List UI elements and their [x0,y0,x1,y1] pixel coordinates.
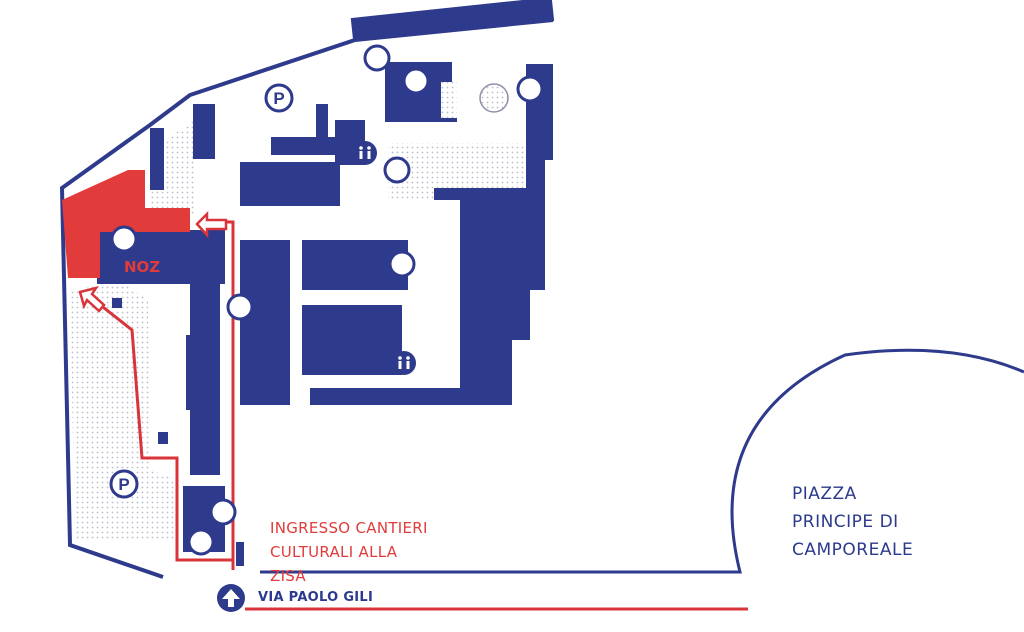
restroom-icon [353,141,377,165]
info-points [110,44,544,556]
building-gaps [290,240,302,405]
piazza-label-line: CAMPOREALE [792,540,914,560]
svg-text:P: P [118,475,129,494]
route-arrow-west [78,286,106,313]
noz-area [62,170,190,278]
entrance-label: INGRESSO CANTIERI CULTURALI ALLA ZISA [270,516,428,588]
north-wall [350,0,555,42]
svg-text:P: P [273,89,284,108]
entrance-arrow-icon [217,584,245,612]
buildings [97,62,457,566]
parking-icon: P [109,469,139,499]
entrance-label-line: CULTURALI ALLA [270,543,398,561]
restroom-icon [392,351,416,375]
east-building [310,64,553,405]
piazza-label-line: PRINCIPE DI [792,512,899,532]
piazza-label: PIAZZA PRINCIPE DI CAMPOREALE [792,480,913,564]
entrance-label-line: INGRESSO CANTIERI [270,519,428,537]
entrance-label-line: ZISA [270,567,306,585]
street-label: VIA PAOLO GILI [258,590,374,605]
dotted-grounds [70,78,524,540]
piazza-label-line: PIAZZA [792,484,857,504]
noz-label: NOZ [124,258,161,276]
street-edge-blue [260,348,1024,574]
parking-icon: P [264,83,294,113]
route-arrow-north [195,210,228,239]
fountain [479,83,509,113]
